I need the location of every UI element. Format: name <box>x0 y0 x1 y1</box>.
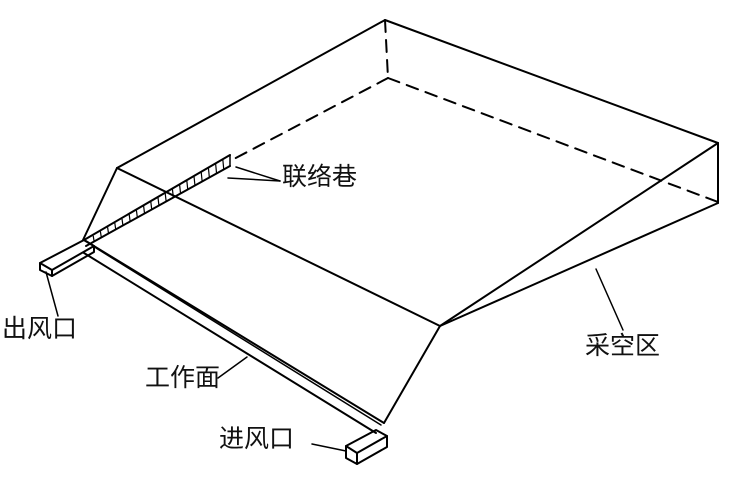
hatch-mark <box>207 167 210 179</box>
box-left-slope-edge <box>82 167 118 241</box>
hatch-mark <box>215 163 218 175</box>
working-face-bottom <box>83 252 377 434</box>
inlet-front <box>345 445 358 465</box>
leader-contact-roadway-a <box>235 166 281 182</box>
inlet-side <box>356 435 388 465</box>
box-bottom-right-edge <box>383 202 719 424</box>
hidden-vertical-edge <box>384 19 389 79</box>
leader-working-face <box>217 356 248 379</box>
label-goaf: 采空区 <box>585 331 661 360</box>
label-working-face: 工作面 <box>145 363 221 392</box>
hatch-mark <box>171 188 174 199</box>
hatch-mark <box>143 205 146 215</box>
leader-goaf <box>595 268 624 331</box>
hatch-mark <box>222 159 225 171</box>
working-face-bar <box>83 239 385 434</box>
label-air-inlet: 进风口 <box>219 424 295 453</box>
hatch-mark <box>135 210 138 219</box>
hatch-mark <box>157 197 160 207</box>
hatch-mark <box>193 176 196 187</box>
label-contact-roadway: 联络巷 <box>282 162 358 191</box>
air-inlet-roadway <box>345 429 388 465</box>
hatch-mark <box>150 201 153 211</box>
hatch-mark <box>92 235 95 243</box>
hatch-mark <box>121 218 124 227</box>
box-top-front-edge <box>116 167 441 327</box>
hidden-left-edge <box>231 77 389 161</box>
contact-roadway-top <box>83 154 231 241</box>
hatch-mark <box>107 227 110 235</box>
box-top-right-edge <box>439 142 719 327</box>
working-face-inner <box>95 247 382 426</box>
leader-air-outlet <box>45 271 59 317</box>
contact-roadway <box>83 154 231 247</box>
hidden-edges <box>231 19 719 203</box>
working-face-top <box>83 239 385 424</box>
hatch-mark <box>99 231 102 239</box>
contact-roadway-hatching <box>92 159 225 243</box>
hidden-right-edge <box>387 77 719 203</box>
hatch-mark <box>179 184 182 195</box>
hatch-mark <box>114 222 117 231</box>
box-top-back-edge <box>116 19 719 169</box>
label-air-outlet: 出风口 <box>2 314 78 343</box>
hatch-mark <box>164 193 167 203</box>
hatch-mark <box>128 214 131 223</box>
outlet-side <box>51 245 95 277</box>
leader-air-inlet <box>311 443 347 452</box>
leader-contact-roadway-b <box>227 177 281 182</box>
contact-roadway-bottom <box>85 165 231 247</box>
hatch-mark <box>186 180 189 191</box>
leader-lines <box>45 166 624 452</box>
hatch-mark <box>200 171 203 183</box>
